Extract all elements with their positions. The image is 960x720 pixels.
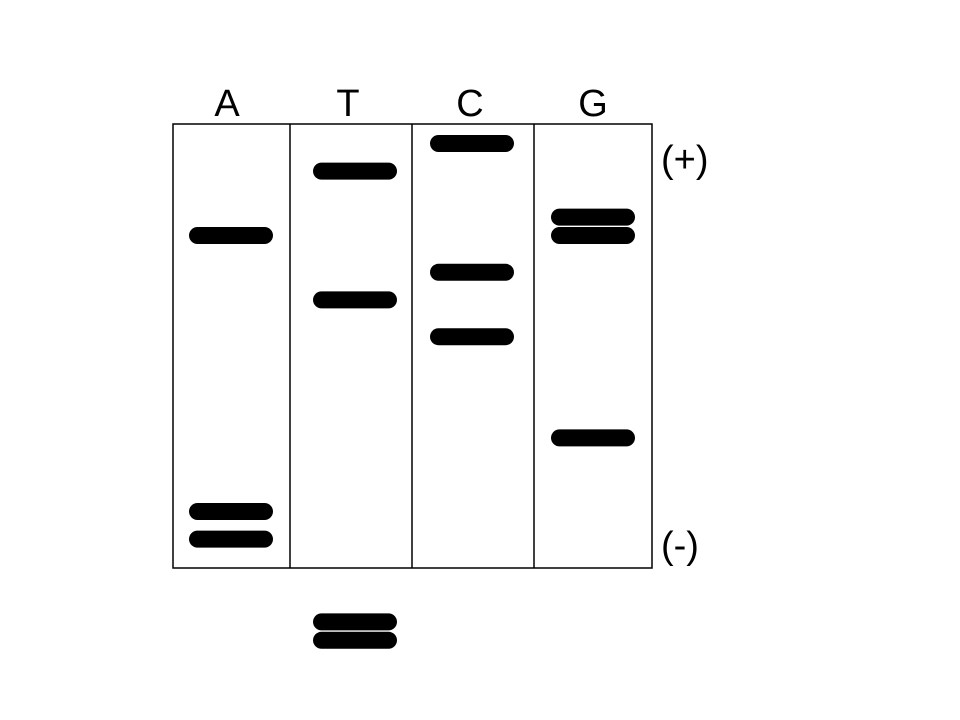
band-a-1 (189, 227, 273, 244)
lane-label-t: T (336, 83, 359, 125)
band-t-2 (313, 291, 397, 309)
lane-label-a: A (214, 83, 240, 125)
band-g-3 (551, 429, 635, 447)
band-g-2 (551, 227, 635, 244)
band-c-2 (430, 263, 514, 281)
lane-label-c: C (456, 83, 483, 125)
lane-label-g: G (578, 83, 608, 125)
bands-layer (189, 135, 635, 649)
band-a-2 (189, 503, 273, 520)
band-t-4 (313, 631, 397, 649)
band-t-3 (313, 613, 397, 631)
band-t-1 (313, 162, 397, 180)
band-a-3 (189, 530, 273, 548)
band-c-3 (430, 328, 514, 346)
band-c-1 (430, 135, 514, 152)
cathode-label: (-) (661, 525, 699, 567)
band-g-1 (551, 208, 635, 226)
anode-label: (+) (661, 139, 709, 181)
